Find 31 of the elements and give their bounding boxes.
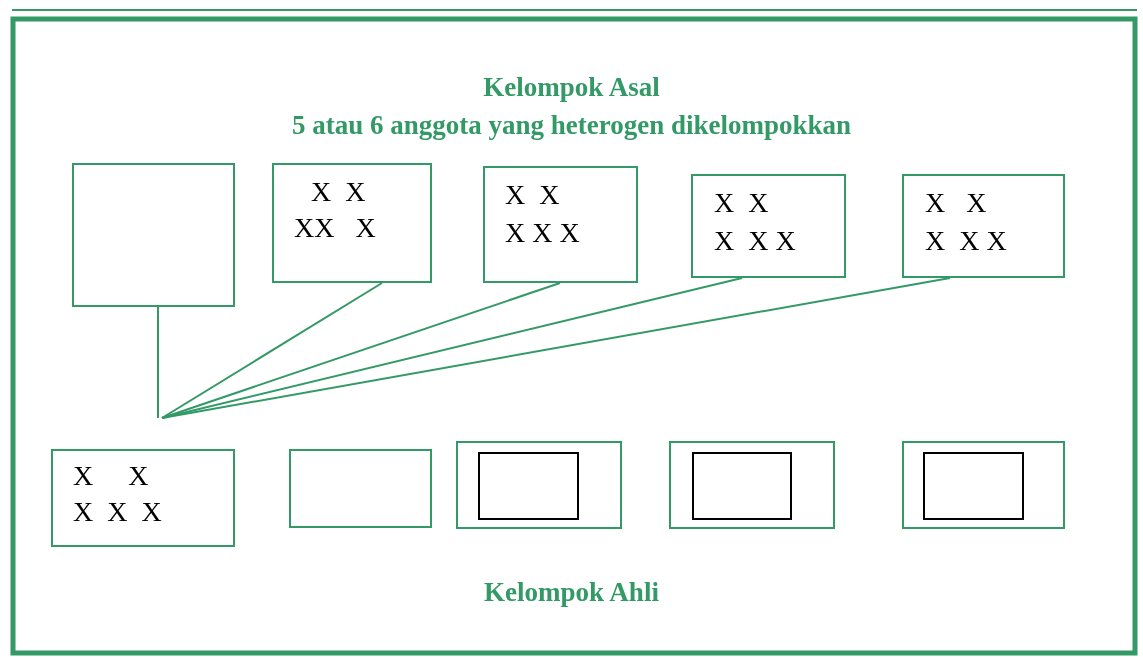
member-marks: X X X — [714, 224, 796, 258]
group-box — [483, 166, 638, 283]
member-marks: X X X — [925, 224, 1007, 258]
group-box — [272, 163, 432, 283]
member-marks: X X — [714, 186, 769, 220]
group-box — [691, 174, 846, 278]
inner-box — [692, 452, 792, 520]
group-box — [51, 449, 235, 547]
group-box — [72, 163, 235, 307]
member-marks: XX X — [294, 211, 376, 245]
title: Kelompok Asal — [483, 72, 660, 103]
inner-box — [923, 452, 1024, 520]
group-box — [902, 174, 1065, 278]
group-box — [456, 441, 622, 529]
subtitle: 5 atau 6 anggota yang heterogen dikelompokkan — [291, 110, 852, 141]
connector-line — [161, 282, 561, 419]
member-marks: X X — [73, 459, 149, 493]
inner-box — [478, 452, 579, 520]
member-marks: X X X — [505, 216, 580, 250]
member-marks: X X — [311, 175, 366, 209]
member-marks: X X — [505, 178, 560, 212]
group-box — [669, 441, 835, 529]
member-marks: X X X — [73, 495, 162, 529]
group-box — [289, 449, 432, 528]
connector-line — [161, 277, 743, 419]
connector-line — [157, 306, 159, 419]
member-marks: X X — [925, 186, 987, 220]
section-heading: Kelompok Ahli — [484, 577, 659, 608]
group-box — [902, 441, 1065, 529]
connector-line — [161, 282, 383, 419]
connector-line — [161, 277, 951, 419]
